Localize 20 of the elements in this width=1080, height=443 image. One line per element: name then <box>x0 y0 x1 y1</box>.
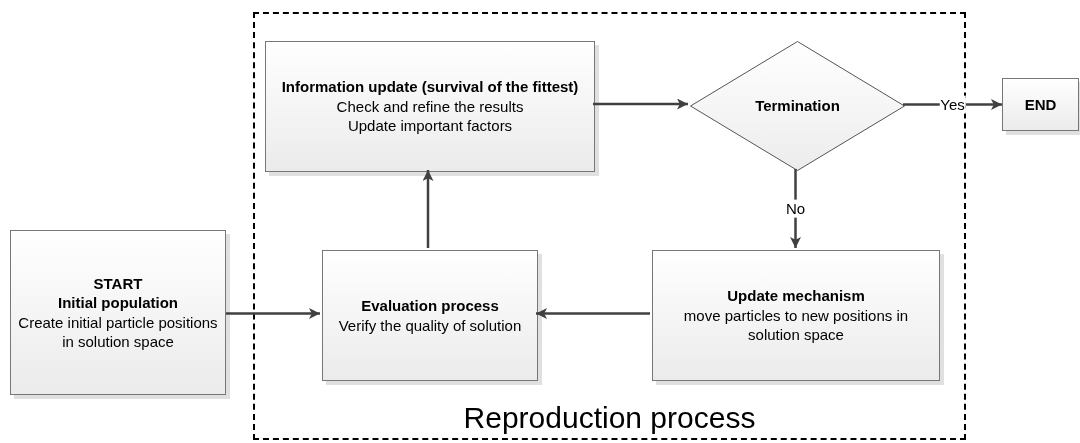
box-title: END <box>1024 94 1057 115</box>
box-text: Verify the quality of solution <box>338 315 522 335</box>
arrow <box>422 170 434 248</box>
group-title: Reproduction process <box>463 399 756 436</box>
box-text: Check and refine the results <box>336 96 524 117</box>
box-title: Termination <box>755 96 840 116</box>
box-text: Create initial particle positions in solution space <box>17 312 219 352</box>
edge-label: Yes <box>939 95 966 114</box>
edge-label: No <box>784 199 807 218</box>
dashed-group-frame <box>253 12 966 440</box>
arrow <box>226 308 320 319</box>
box-title: Information update (survival of the fittest) <box>281 77 579 97</box>
box-title: Initial population <box>58 293 178 313</box>
box-title: Evaluation process <box>361 296 499 316</box>
arrow <box>536 308 650 319</box>
box-text: move particles to new positions in solution space <box>682 305 910 345</box>
box-text: Update important factors <box>347 116 513 136</box>
box-title: START <box>93 273 143 293</box>
box-title: Update mechanism <box>727 286 865 306</box>
arrow <box>593 98 688 110</box>
